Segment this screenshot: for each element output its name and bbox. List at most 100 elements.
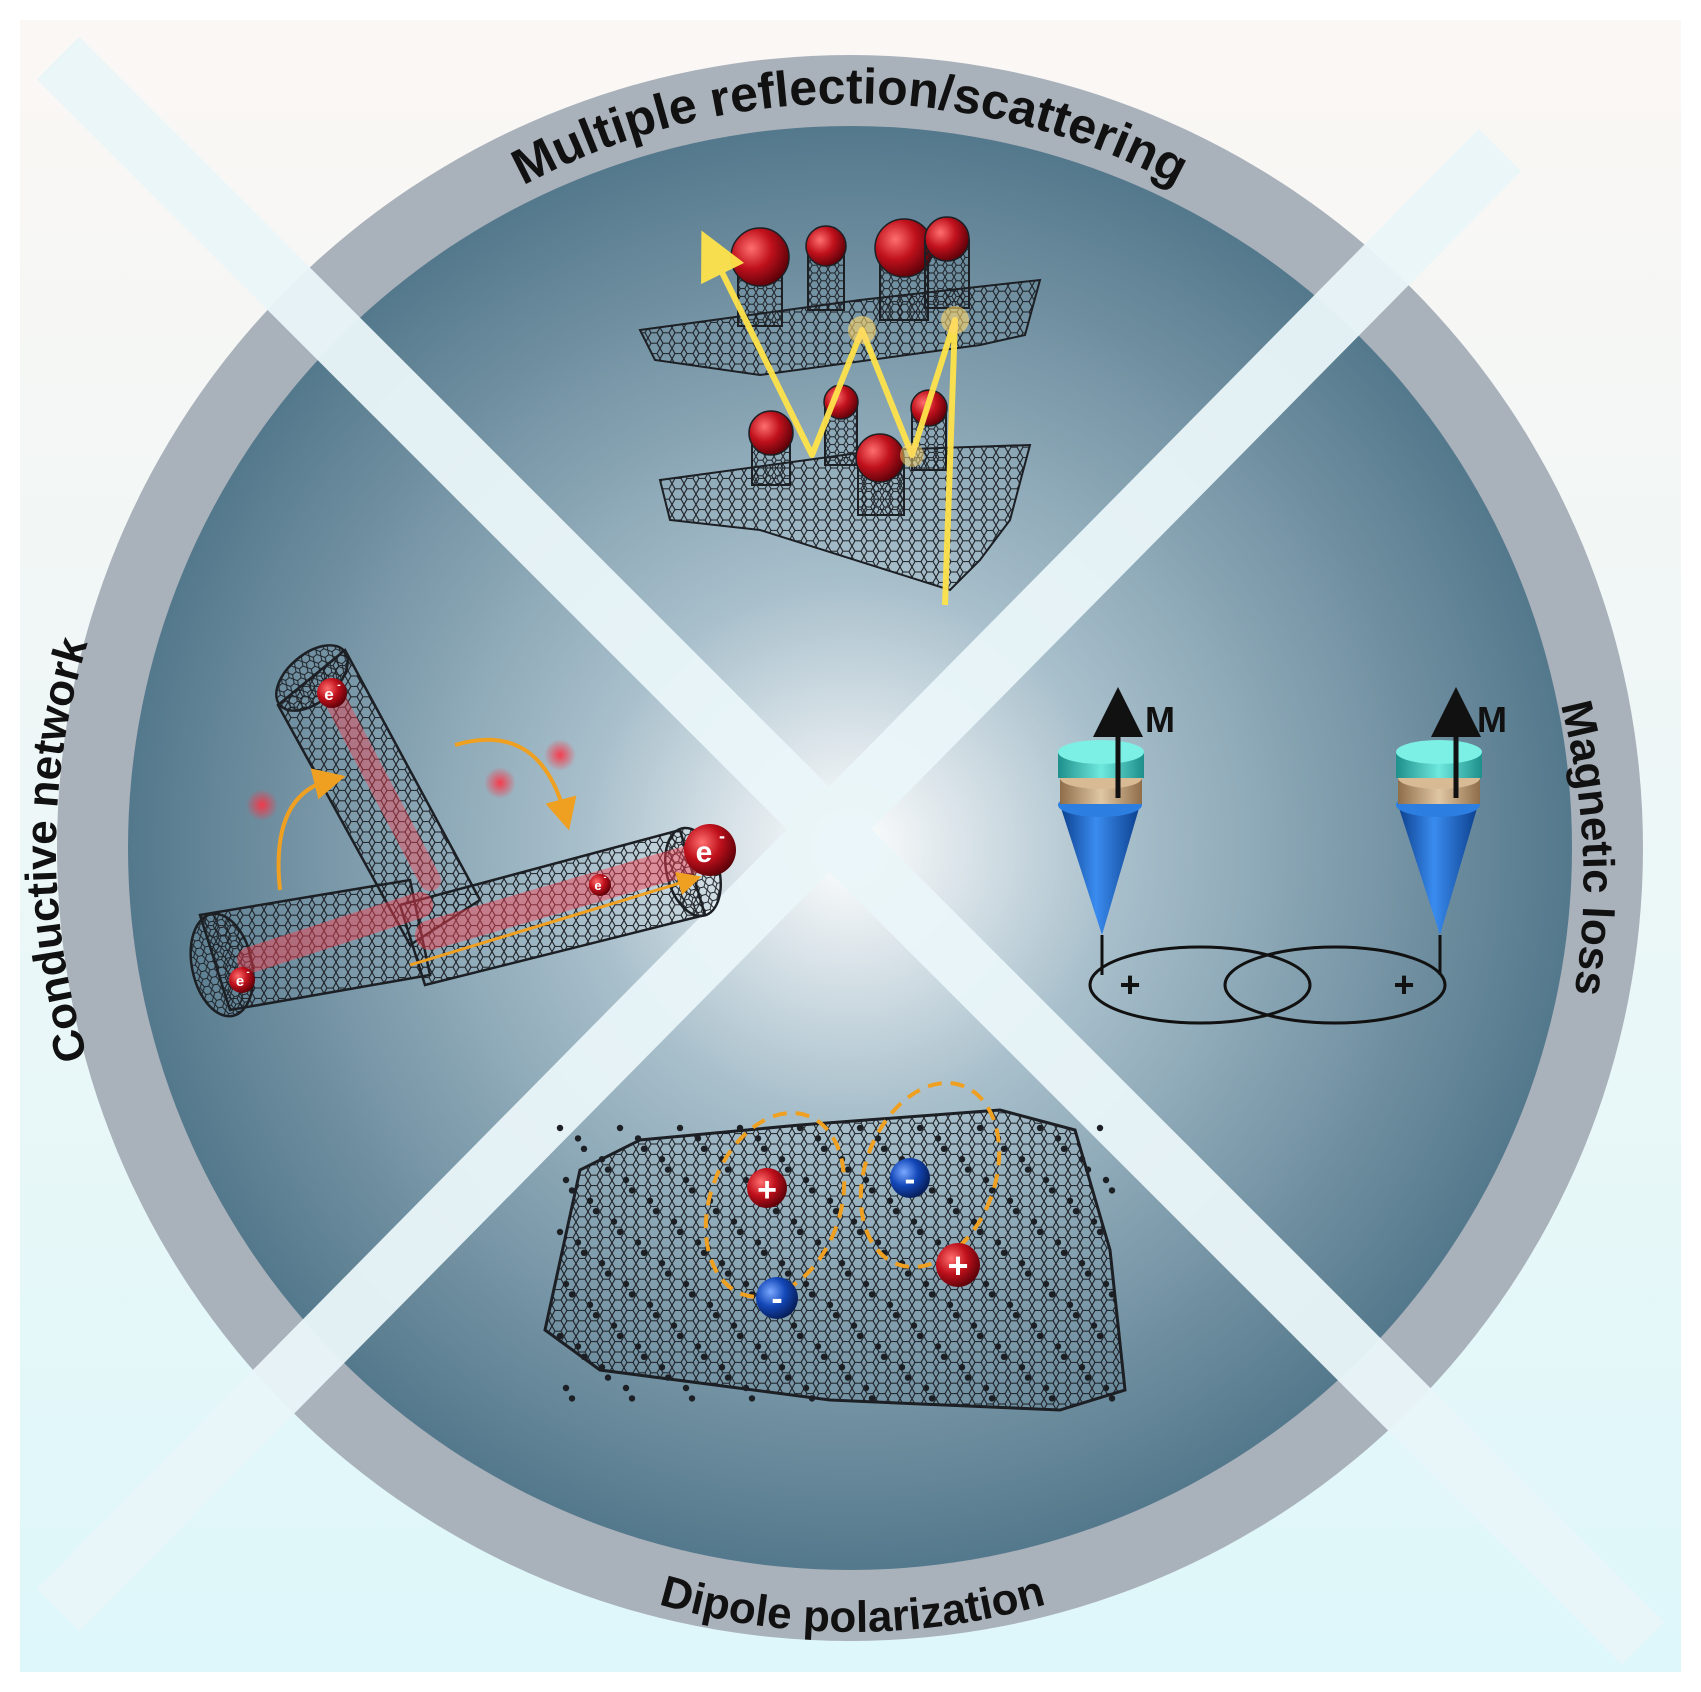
carbon-atom [1060, 1353, 1068, 1361]
carbon-atom [622, 1280, 630, 1288]
carbon-atom [1048, 1291, 1056, 1298]
carbon-atom [916, 1332, 924, 1340]
carbon-atom [712, 1208, 720, 1215]
carbon-atom [694, 1135, 702, 1142]
carbon-atom [778, 1156, 786, 1163]
carbon-atom [634, 1135, 642, 1142]
carbon-atom [952, 1312, 960, 1319]
carbon-atom [742, 1280, 750, 1288]
carbon-atom [814, 1239, 822, 1246]
carbon-atom [664, 1374, 672, 1381]
svg-text:e: e [324, 685, 333, 704]
carbon-atom [664, 1270, 672, 1277]
carbon-atom [640, 1353, 648, 1361]
carbon-atom [574, 1239, 582, 1246]
carbon-atom [910, 1322, 918, 1329]
svg-text:-: - [905, 1161, 916, 1197]
carbon-atom [592, 1208, 600, 1215]
svg-text:-: - [719, 826, 725, 846]
carbon-atom [1078, 1156, 1086, 1163]
carbon-atom [658, 1156, 666, 1163]
electron-top: e - [317, 678, 347, 708]
carbon-atom [616, 1332, 624, 1340]
carbon-atom [724, 1270, 732, 1277]
carbon-atom [700, 1249, 708, 1257]
carbon-atom [982, 1384, 990, 1392]
carbon-atom [862, 1176, 870, 1184]
carbon-atom [736, 1332, 744, 1340]
carbon-atom [760, 1145, 768, 1153]
carbon-atom [718, 1260, 726, 1267]
carbon-atom [1108, 1291, 1116, 1298]
carbon-atom [1054, 1135, 1062, 1142]
carbon-atom [976, 1332, 984, 1340]
carbon-atom [682, 1384, 690, 1392]
upper-nanotube-pillars [730, 216, 970, 327]
carbon-atom [838, 1260, 846, 1267]
carbon-atom [940, 1353, 948, 1361]
carbon-atom [892, 1208, 900, 1215]
carbon-atom [1000, 1145, 1008, 1153]
carbon-atom [796, 1124, 804, 1132]
carbon-atom [568, 1395, 576, 1402]
carbon-atom [634, 1343, 642, 1350]
carbon-atom [604, 1270, 612, 1277]
carbon-atom [916, 1228, 924, 1236]
carbon-atom [730, 1322, 738, 1329]
carbon-atom [646, 1197, 654, 1205]
carbon-atom [694, 1239, 702, 1246]
electron-bottom: e - [229, 967, 255, 993]
carbon-atom [676, 1124, 684, 1132]
carbon-atom [946, 1197, 954, 1205]
carbon-atom [886, 1197, 894, 1205]
carbon-atom [556, 1332, 564, 1340]
carbon-atom [760, 1249, 768, 1257]
carbon-atom [988, 1395, 996, 1402]
carbon-atom [754, 1239, 762, 1246]
carbon-atom [808, 1395, 816, 1402]
carbon-atom [808, 1291, 816, 1298]
carbon-atom [988, 1187, 996, 1194]
carbon-atom [706, 1301, 714, 1309]
carbon-atom [586, 1197, 594, 1205]
carbon-atom [964, 1374, 972, 1381]
carbon-atom [778, 1364, 786, 1371]
carbon-atom [928, 1187, 936, 1194]
carbon-atom [556, 1124, 564, 1132]
carbon-atom [1024, 1374, 1032, 1381]
carbon-atom [934, 1343, 942, 1350]
carbon-atom [628, 1291, 636, 1298]
carbon-atom [994, 1343, 1002, 1350]
carbon-atom [784, 1374, 792, 1381]
carbon-atom [700, 1145, 708, 1153]
carbon-atom [622, 1384, 630, 1392]
carbon-atom [730, 1218, 738, 1225]
carbon-atom [598, 1260, 606, 1267]
carbon-atom [688, 1291, 696, 1298]
carbon-atom [610, 1322, 618, 1329]
carbon-atom [1072, 1312, 1080, 1319]
carbon-atom [610, 1218, 618, 1225]
svg-text:-: - [771, 1280, 782, 1318]
magnetic-cone-left [1058, 740, 1144, 975]
carbon-atom [1036, 1228, 1044, 1236]
carbon-atom [796, 1332, 804, 1340]
carbon-atom [868, 1187, 876, 1194]
carbon-atom [982, 1280, 990, 1288]
carbon-atom [1024, 1270, 1032, 1277]
carbon-atom [988, 1291, 996, 1298]
carbon-atom [910, 1218, 918, 1225]
carbon-atom [682, 1280, 690, 1288]
dipole-lattice [543, 1108, 1127, 1412]
carbon-atom [598, 1364, 606, 1371]
carbon-atom [1090, 1218, 1098, 1225]
carbon-atom [928, 1395, 936, 1402]
carbon-atom [904, 1270, 912, 1277]
carbon-atom [796, 1228, 804, 1236]
carbon-atom [562, 1176, 570, 1184]
carbon-atom [844, 1166, 852, 1173]
carbon-atom [1102, 1280, 1110, 1288]
carbon-atom [1012, 1208, 1020, 1215]
carbon-atom [1084, 1270, 1092, 1277]
carbon-atom [622, 1176, 630, 1184]
